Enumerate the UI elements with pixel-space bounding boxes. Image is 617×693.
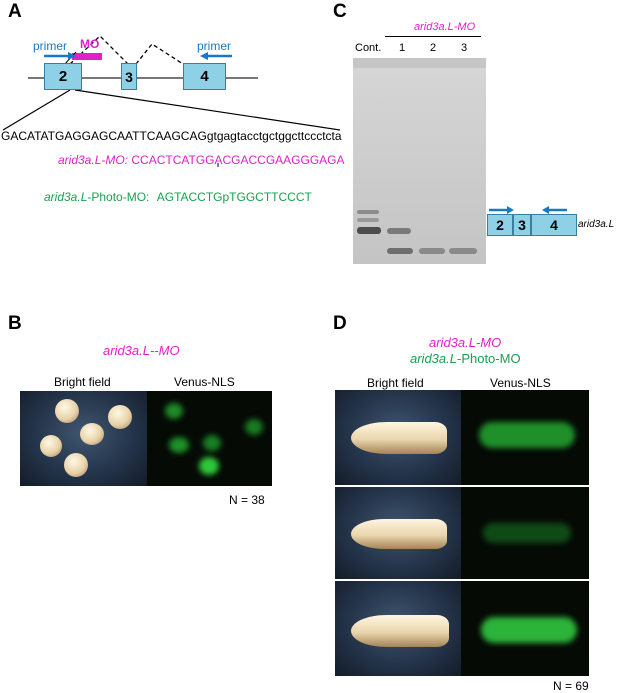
exon-sequence: GACATATGAGGAGCAATTCAAGCAG bbox=[1, 129, 207, 143]
exon-2-box: 2 bbox=[44, 63, 82, 90]
exon-3-box: 3 bbox=[121, 63, 137, 90]
panel-d-title-2-italic: arid3a.L bbox=[410, 351, 457, 366]
embryo bbox=[108, 405, 132, 429]
fluorescent-tadpole bbox=[483, 523, 571, 543]
fluorescent-embryo bbox=[203, 435, 221, 451]
lane-label-1: 1 bbox=[399, 42, 406, 54]
mo-label: MO bbox=[80, 37, 100, 51]
gel-band bbox=[357, 210, 379, 214]
panel-d-brightfield-label: Bright field bbox=[367, 376, 424, 390]
lane-label-cont: Cont. bbox=[355, 42, 382, 54]
panel-b-brightfield-label: Bright field bbox=[54, 375, 111, 389]
fluorescent-embryo bbox=[199, 457, 219, 475]
mo-sequence: CCACTCATGGACGACCGAAGGGAGA bbox=[131, 153, 345, 167]
lane-label-2: 2 bbox=[430, 42, 437, 54]
primer-label-right: primer bbox=[197, 39, 232, 53]
panel-label-a: A bbox=[8, 1, 22, 22]
panel-d-venus-label: Venus-NLS bbox=[490, 376, 551, 390]
panel-d-fluorescence-image-2 bbox=[461, 487, 589, 579]
photo-mo-name-rest: -Photo-MO: bbox=[87, 190, 150, 204]
photo-mo-sequence: AGTACCTGpTGGCTTCCCT bbox=[156, 190, 312, 204]
gene-label: arid3a.L bbox=[578, 219, 615, 230]
panel-label-d: D bbox=[333, 313, 347, 334]
fluorescent-embryo bbox=[245, 419, 263, 435]
schematic-exon-4: 4 bbox=[531, 214, 577, 236]
panel-b-n-count: N = 38 bbox=[229, 493, 265, 507]
gene-structure-diagram bbox=[2, 35, 340, 167]
fluorescent-embryo bbox=[165, 403, 183, 419]
gel-image bbox=[353, 58, 486, 264]
panel-label-c: C bbox=[333, 1, 347, 22]
tadpole bbox=[351, 422, 447, 454]
mo-name: arid3a.L-MO: bbox=[58, 153, 129, 167]
embryo bbox=[80, 423, 104, 445]
fluorescent-tadpole bbox=[481, 617, 577, 643]
gel-header-line bbox=[385, 36, 481, 37]
gel-band bbox=[357, 227, 381, 234]
embryo bbox=[55, 399, 79, 423]
photo-mo-sequence-row: arid3a.L-Photo-MO: AGTACCTGpTGGCTTCCCT bbox=[44, 190, 312, 204]
fluorescent-embryo bbox=[169, 437, 189, 453]
gel-band bbox=[387, 228, 411, 234]
exon-4-box: 4 bbox=[183, 63, 226, 90]
gel-band bbox=[387, 248, 413, 254]
panel-b-fluorescence-image bbox=[147, 391, 272, 486]
panel-d-brightfield-image-1 bbox=[335, 390, 461, 485]
schematic-exon-3: 3 bbox=[513, 214, 531, 236]
panel-label-b: B bbox=[8, 313, 22, 334]
fluorescent-tadpole bbox=[479, 422, 575, 448]
panel-b-venus-label: Venus-NLS bbox=[174, 375, 235, 389]
panel-d-title-1: arid3a.L-MO bbox=[429, 335, 502, 350]
panel-d-brightfield-image-2 bbox=[335, 487, 461, 579]
gel-header: arid3a.L-MO bbox=[414, 21, 476, 33]
primer-label-left: primer bbox=[33, 39, 68, 53]
schematic-exon-2: 2 bbox=[487, 214, 513, 236]
gel-band bbox=[449, 248, 477, 254]
panel-d-fluorescence-image-3 bbox=[461, 581, 589, 676]
gel-band bbox=[419, 248, 445, 254]
panel-d-title-2: arid3a.L-Photo-MO bbox=[410, 351, 521, 366]
tadpole bbox=[351, 615, 449, 647]
intron-sequence: gtgagtacctgctggcttccctcta bbox=[206, 129, 342, 143]
panel-b-brightfield-image bbox=[20, 391, 147, 486]
panel-b-title: arid3a.L--MO bbox=[103, 343, 180, 358]
panel-d-title-2-rest: -Photo-MO bbox=[456, 351, 521, 366]
genomic-sequence: GACATATGAGGAGCAATTCAAGCAGgtgagtacctgctgg… bbox=[1, 129, 342, 143]
embryo bbox=[64, 453, 88, 477]
lane-label-3: 3 bbox=[461, 42, 468, 54]
photo-mo-name-italic: arid3a.L bbox=[44, 190, 88, 204]
tadpole bbox=[351, 519, 447, 549]
gel-band bbox=[357, 218, 379, 222]
schematic-primer-arrows bbox=[489, 206, 567, 214]
embryo bbox=[40, 435, 62, 457]
gel-wells bbox=[353, 58, 486, 68]
panel-d-fluorescence-image-1 bbox=[461, 390, 589, 485]
panel-d-brightfield-image-3 bbox=[335, 581, 461, 676]
mo-sequence-row: arid3a.L-MO: CCACTCATGGACGACCGAAGGGAGA bbox=[58, 153, 345, 167]
panel-d-n-count: N = 69 bbox=[553, 679, 589, 693]
